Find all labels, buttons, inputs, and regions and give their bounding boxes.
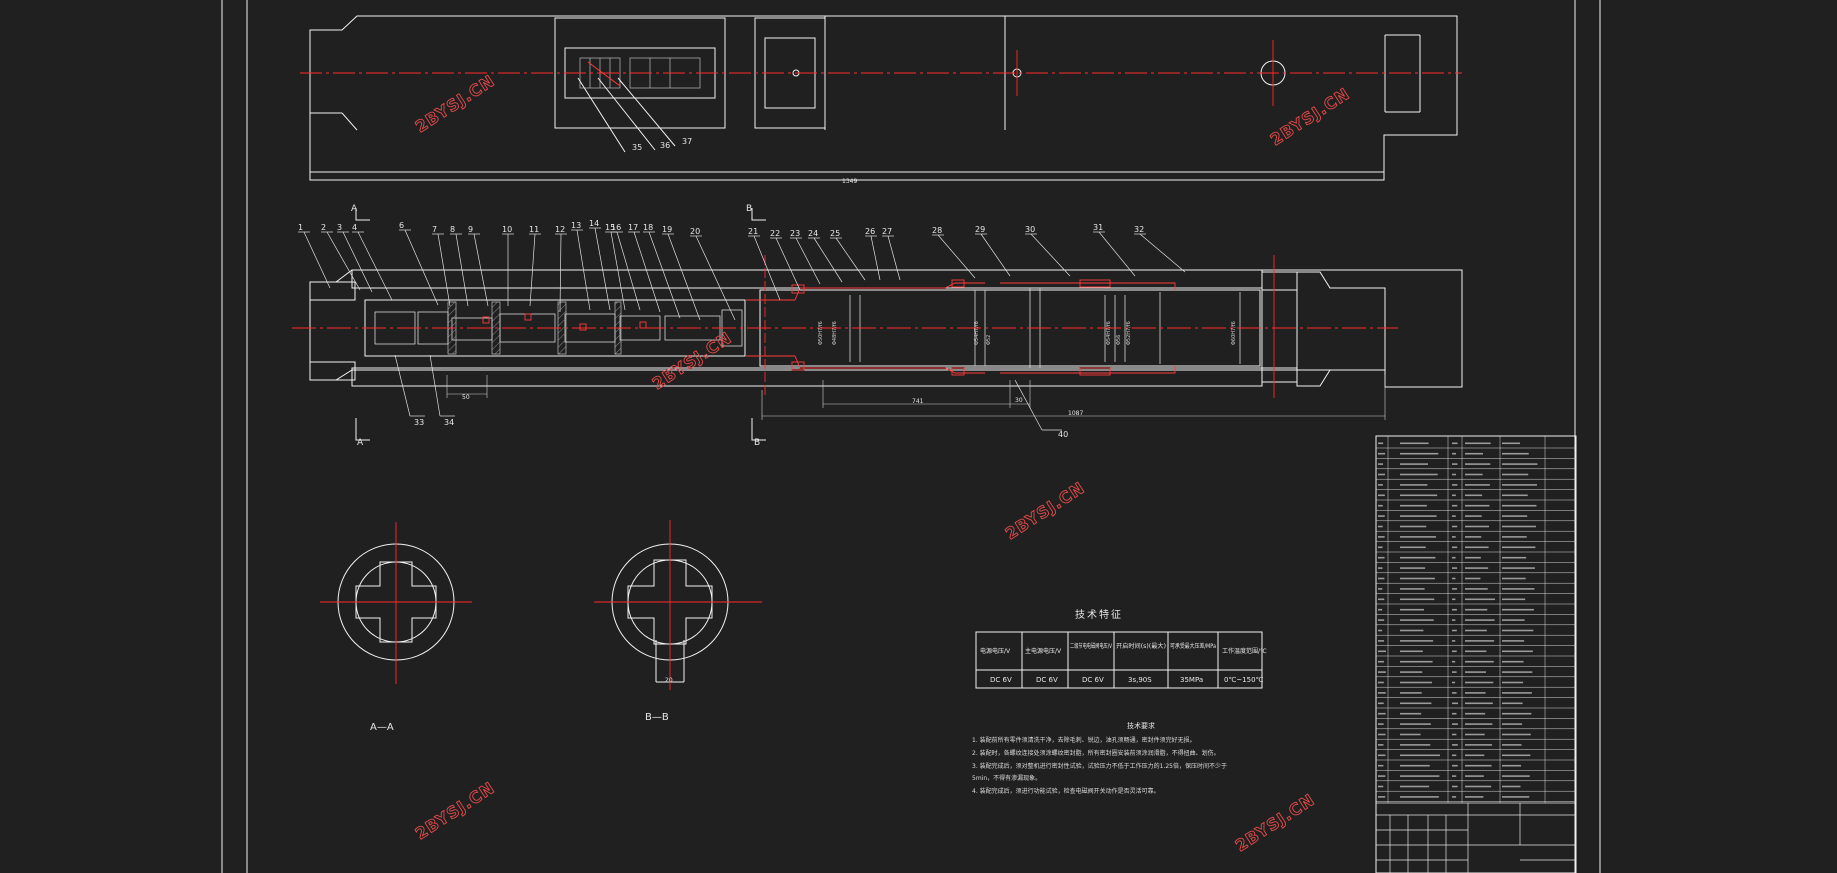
title-block xyxy=(1376,802,1576,873)
svg-text:Φ52: Φ52 xyxy=(986,335,992,345)
part-label-9: 9 xyxy=(468,225,473,234)
tech-value-1: DC 6V xyxy=(990,676,1012,684)
part-label-18: 18 xyxy=(643,223,653,232)
part-label-10: 10 xyxy=(502,225,512,234)
top-view: 35 36 37 1349 xyxy=(300,15,1462,185)
watermark-1: 2BYSJ.CN xyxy=(412,71,498,136)
section-b-b-dim: 20 xyxy=(665,677,673,684)
part-label-23: 23 xyxy=(790,229,800,238)
section-mark-a-top: A xyxy=(351,204,358,214)
tech-requirements: 技术要求 1. 装配前所有零件须清洗干净，去除毛刺、锐边，油孔须畅通，密封件须完… xyxy=(972,721,1227,795)
tech-feature-table: 技术特征 电源电压/V 主电源电压/V 二级节电电磁阀电压/V 开启时间(s)(… xyxy=(975,608,1267,689)
svg-text:Φ54H7/f6: Φ54H7/f6 xyxy=(1106,321,1112,345)
top-part-label-36: 36 xyxy=(660,141,670,150)
part-label-26: 26 xyxy=(865,227,875,236)
part-label-21: 21 xyxy=(748,227,758,236)
tech-value-5: 35MPa xyxy=(1180,676,1203,684)
tech-value-4: 3s,90S xyxy=(1128,676,1152,684)
tech-header-6: 工作温度范围/℃ xyxy=(1222,647,1267,655)
part-label-4: 4 xyxy=(352,223,357,232)
part-label-16: 16 xyxy=(611,223,621,232)
watermark-5: 2BYSJ.CN xyxy=(412,778,498,843)
watermark-4: 2BYSJ.CN xyxy=(1002,478,1088,543)
tech-header-1: 电源电压/V xyxy=(980,647,1011,655)
dim-30: 30 xyxy=(1015,397,1023,404)
part-label-27: 27 xyxy=(882,227,892,236)
tech-note-line-4: 5min，不得有渗漏现象。 xyxy=(972,774,1041,782)
part-label-11: 11 xyxy=(529,225,539,234)
tech-value-2: DC 6V xyxy=(1036,676,1058,684)
svg-text:Φ50H7/f6: Φ50H7/f6 xyxy=(818,321,824,345)
part-label-6: 6 xyxy=(399,221,404,230)
part-label-1: 1 xyxy=(298,223,303,232)
tech-notes-title: 技术要求 xyxy=(1127,721,1155,730)
watermark-3: 2BYSJ.CN xyxy=(649,328,735,393)
part-label-12: 12 xyxy=(555,225,565,234)
watermark-6: 2BYSJ.CN xyxy=(1232,790,1318,855)
tech-header-3: 二级节电电磁阀电压/V xyxy=(1070,642,1113,650)
watermarks: 2BYSJ.CN 2BYSJ.CN 2BYSJ.CN 2BYSJ.CN 2BYS… xyxy=(411,71,1353,856)
tech-header-4: 开启时间(s)(最大) xyxy=(1116,642,1166,650)
part-label-2: 2 xyxy=(321,223,326,232)
svg-text:Φ54H7/f6: Φ54H7/f6 xyxy=(974,321,980,345)
top-dim-overall-length: 1349 xyxy=(842,178,857,185)
svg-text:Φ60H7/f6: Φ60H7/f6 xyxy=(1231,321,1237,345)
part-label-13: 13 xyxy=(571,221,581,230)
section-b-b: 20 B—B xyxy=(594,520,762,723)
tech-note-line-1: 1. 装配前所有零件须清洗干净，去除毛刺、锐边，油孔须畅通，密封件须完好无损。 xyxy=(972,736,1196,744)
main-section-view: Φ50H7/f6 Φ48H7/f6 Φ54H7/f6 Φ52 Φ54H7/f6 … xyxy=(292,204,1463,448)
part-label-8: 8 xyxy=(450,225,455,234)
tech-note-line-5: 4. 装配完成后，须进行功能试验，检查电磁阀开关动作是否灵活可靠。 xyxy=(972,787,1160,795)
dim-1087: 1087 xyxy=(1068,410,1083,417)
section-b-b-label: B—B xyxy=(645,712,669,723)
tech-header-5: 可承受最大压差/MPa xyxy=(1170,642,1216,650)
part-label-31: 31 xyxy=(1093,223,1103,232)
top-part-label-37: 37 xyxy=(682,137,692,146)
part-label-14: 14 xyxy=(589,219,599,228)
part-label-7: 7 xyxy=(432,225,437,234)
part-label-15: 15 xyxy=(605,223,615,232)
part-label-25: 25 xyxy=(830,229,840,238)
part-label-34: 34 xyxy=(444,418,454,427)
tech-value-6: 0℃~150℃ xyxy=(1224,676,1264,684)
part-label-17: 17 xyxy=(628,223,638,232)
tech-note-line-2: 2. 装配时，各螺纹连接处须涂螺纹密封脂，所有密封圈安装前须涂润滑脂，不得扭曲、… xyxy=(972,749,1220,757)
top-part-label-35: 35 xyxy=(632,143,642,152)
section-a-a-label: A—A xyxy=(370,722,394,733)
part-label-30: 30 xyxy=(1025,225,1035,234)
part-label-3: 3 xyxy=(337,223,342,232)
svg-text:Φ48H7/f6: Φ48H7/f6 xyxy=(832,321,838,345)
section-mark-b-top: B xyxy=(746,204,752,214)
tech-table-title: 技术特征 xyxy=(1075,608,1123,621)
watermark-2: 2BYSJ.CN xyxy=(1267,84,1353,149)
part-label-19: 19 xyxy=(662,225,672,234)
tech-header-2: 主电源电压/V xyxy=(1025,647,1062,655)
section-a-a: A—A xyxy=(320,522,472,733)
part-label-33: 33 xyxy=(414,418,424,427)
svg-text:Φ56: Φ56 xyxy=(1116,335,1122,345)
dim-50: 50 xyxy=(462,394,470,401)
svg-text:Φ52H7/f6: Φ52H7/f6 xyxy=(1126,321,1132,345)
part-label-24: 24 xyxy=(808,229,818,238)
part-label-22: 22 xyxy=(770,229,780,238)
dim-741: 741 xyxy=(912,398,924,405)
tech-value-3: DC 6V xyxy=(1082,676,1104,684)
part-label-28: 28 xyxy=(932,226,942,235)
section-mark-b-bottom: B xyxy=(754,438,760,448)
tech-note-line-3: 3. 装配完成后，须对整机进行密封性试验，试验压力不低于工作压力的1.25倍，保… xyxy=(972,762,1227,770)
part-label-32: 32 xyxy=(1134,225,1144,234)
part-label-20: 20 xyxy=(690,227,700,236)
part-label-40: 40 xyxy=(1058,430,1068,439)
section-mark-a-bottom: A xyxy=(357,438,364,448)
parts-list xyxy=(1375,435,1577,873)
part-label-29: 29 xyxy=(975,225,985,234)
